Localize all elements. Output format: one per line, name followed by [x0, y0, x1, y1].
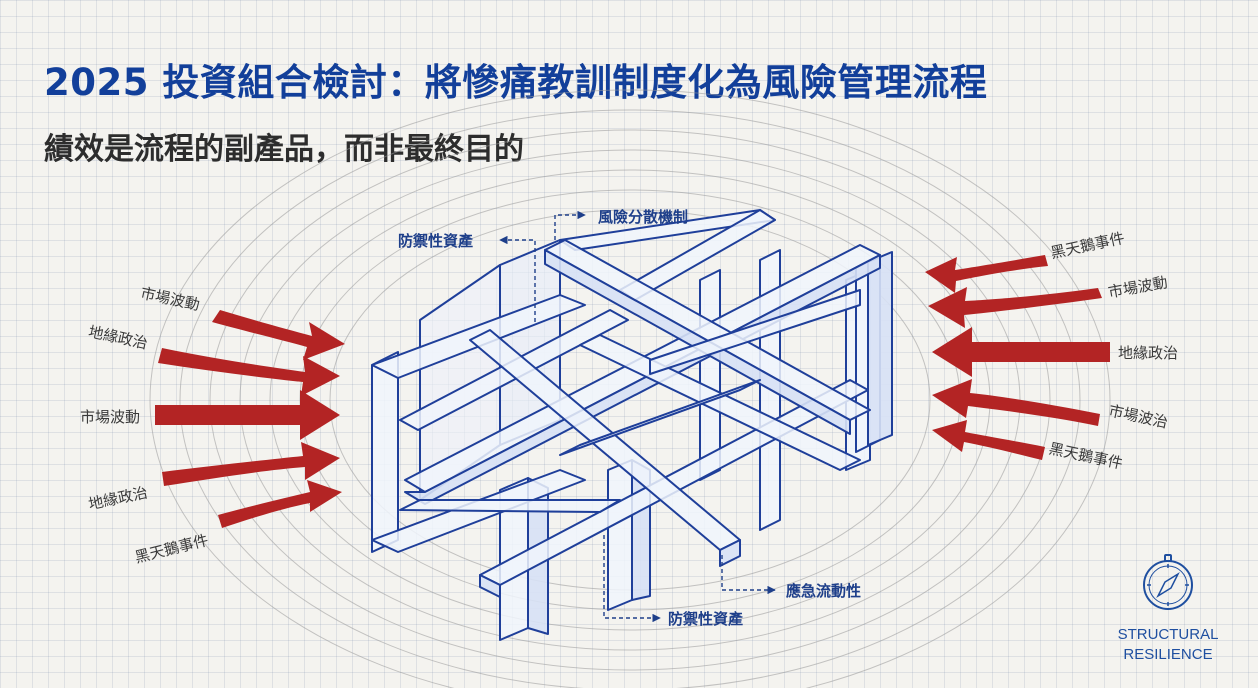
beam: [649, 289, 861, 375]
structural-resilience-badge: STRUCTURAL RESILIENCE: [1118, 554, 1219, 663]
beam: [559, 379, 761, 456]
beam: [399, 499, 621, 513]
leader-risk-diversification: [554, 210, 586, 240]
post: [607, 459, 633, 611]
force-arrow: [212, 310, 345, 360]
force-arrow: [155, 390, 340, 440]
right-force-label: 地緣政治: [1118, 344, 1178, 362]
badge-line-1: STRUCTURAL: [1118, 626, 1219, 643]
force-arrow: [932, 379, 1100, 426]
force-arrow: [932, 420, 1045, 460]
force-arrow: [932, 327, 1110, 377]
callout-defensive-assets-bottom: 防禦性資產: [668, 610, 743, 628]
force-arrow: [218, 480, 342, 528]
left-force-label: 地緣政治: [87, 483, 149, 513]
pressure-waves: [149, 89, 1111, 688]
leader-defensive-assets-bottom: [603, 535, 661, 623]
leader-defensive-assets-top: [499, 235, 536, 322]
beam: [719, 539, 741, 567]
right-frame: [867, 251, 893, 446]
left-force-label: 市場波動: [80, 408, 140, 426]
left-force-label: 市場波動: [139, 284, 201, 314]
beam: [544, 249, 851, 435]
force-arrow: [162, 442, 340, 486]
force-arrow: [158, 348, 340, 396]
callout-risk-diversification: 風險分散機制: [598, 208, 688, 226]
right-force-arrows: [925, 255, 1110, 460]
beam: [479, 574, 501, 598]
page-title: 2025 投資組合檢討：將慘痛教訓制度化為風險管理流程: [44, 61, 988, 104]
force-arrow: [925, 255, 1048, 293]
right-force-label: 黑天鵝事件: [1049, 229, 1126, 262]
right-force-label: 市場波動: [1107, 273, 1169, 301]
right-force-label: 黑天鵝事件: [1047, 439, 1124, 472]
callout-leaders: [499, 210, 776, 623]
left-force-arrows: [155, 310, 345, 528]
force-arrow: [928, 287, 1102, 328]
callout-defensive-assets-top: 防禦性資產: [398, 232, 473, 250]
page-subtitle: 績效是流程的副產品，而非最終目的: [44, 132, 524, 167]
left-force-label: 地緣政治: [87, 323, 149, 353]
compass-icon: [1143, 554, 1193, 610]
badge-line-2: RESILIENCE: [1123, 646, 1212, 663]
left-force-label: 黑天鵝事件: [133, 531, 210, 567]
right-force-label: 市場波治: [1107, 402, 1169, 432]
post: [699, 269, 721, 481]
callout-emergency-liquidity: 應急流動性: [786, 582, 861, 600]
lattice-structure: [371, 209, 893, 641]
left-frame: [371, 351, 399, 553]
leader-emergency-liquidity: [721, 555, 776, 595]
